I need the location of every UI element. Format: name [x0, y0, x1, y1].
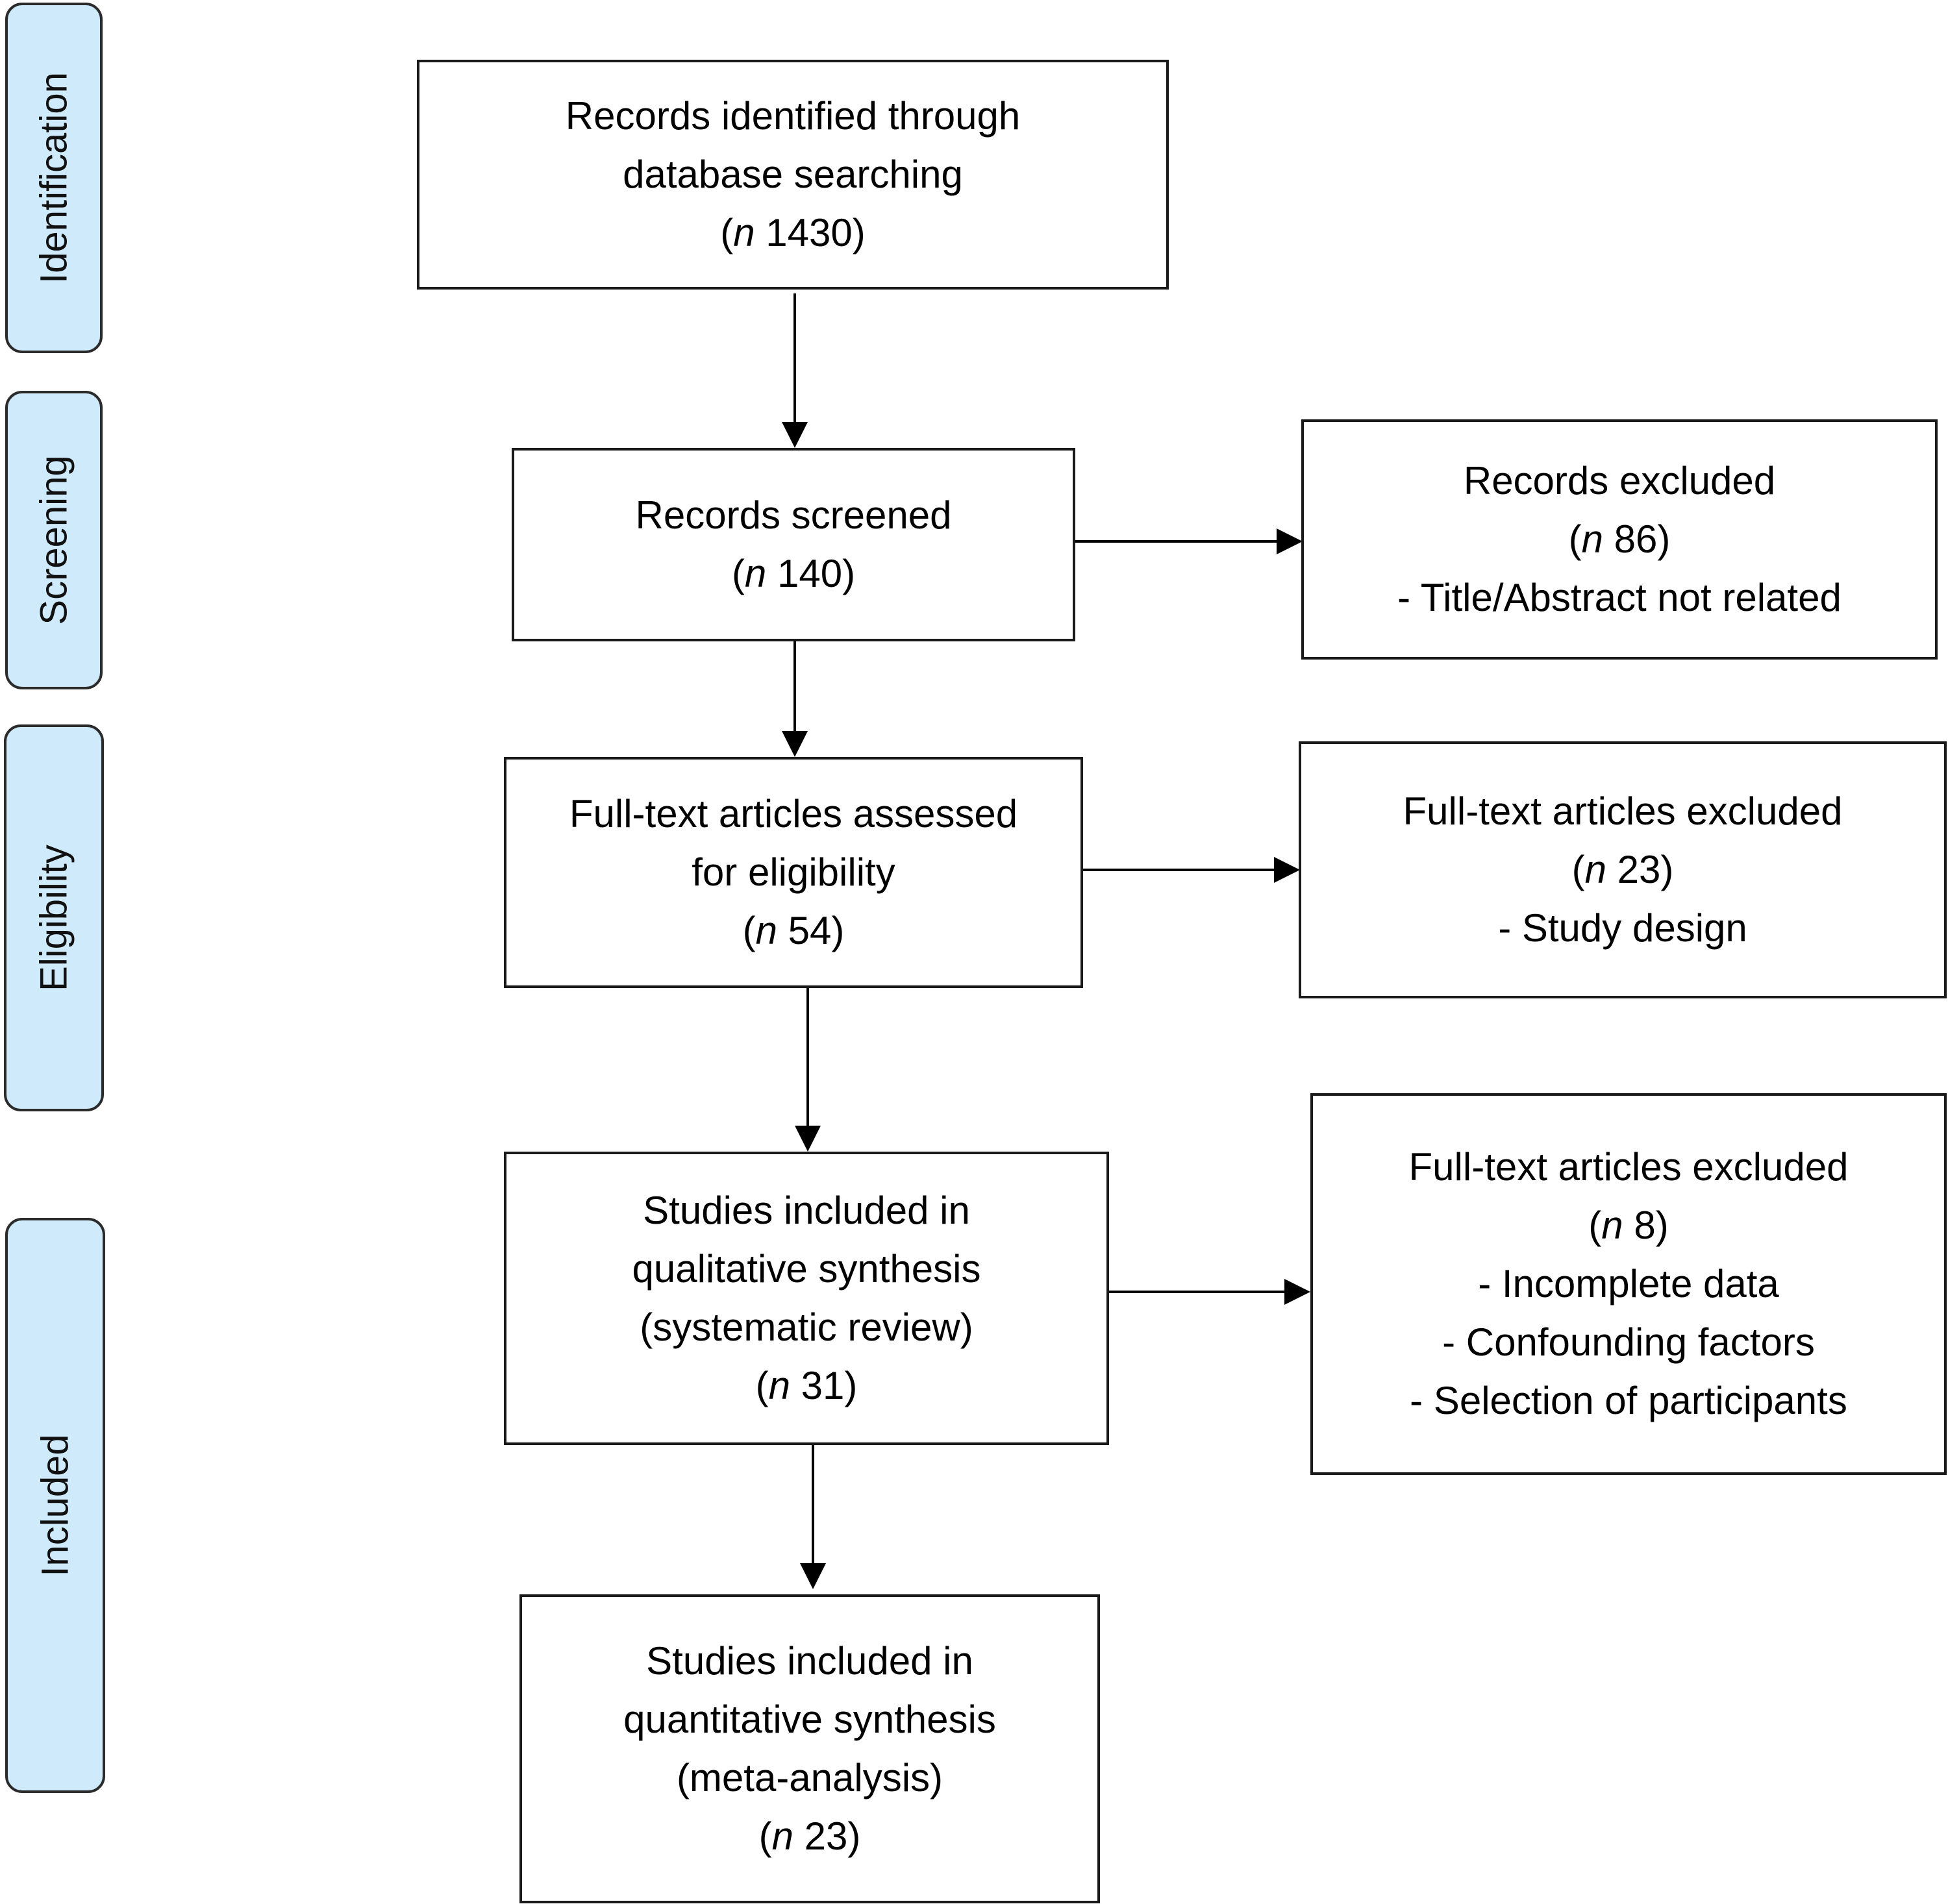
box-fte2-count: (n 8): [1588, 1204, 1669, 1247]
exclusion-reason: - Incomplete data: [1478, 1262, 1779, 1305]
arrowhead-fulltext-to-excluded: [1274, 857, 1300, 883]
box-identified-line-2: database searching: [623, 153, 963, 196]
phase-eligibility: Eligibility: [4, 724, 104, 1111]
n-symbol: n: [768, 1364, 790, 1407]
box-full-text-excluded-study-design: Full-text articles excluded (n 23) - Stu…: [1299, 741, 1947, 998]
phase-screening: Screening: [5, 391, 103, 689]
box-records-excluded-count: (n 86): [1568, 517, 1671, 561]
box-fte2-line-1: Full-text articles excluded: [1408, 1145, 1849, 1189]
box-screened-count: (n 140): [731, 552, 856, 595]
exclusion-reasons-list: - Incomplete data - Confounding factors …: [1410, 1255, 1847, 1430]
count-value: 54: [788, 909, 832, 952]
exclusion-reason: - Title/Abstract not related: [1397, 576, 1842, 619]
box-identified-line-1: Records identified through: [565, 94, 1021, 138]
box-records-screened: Records screened (n 140): [512, 448, 1075, 641]
box-identified-count: (n 1430): [720, 211, 866, 254]
box-fulltext-line-1: Full-text articles assessed: [569, 792, 1018, 835]
exclusion-reason: - Study design: [1498, 906, 1747, 950]
box-records-excluded-line-1: Records excluded: [1463, 459, 1776, 502]
box-quant-line-2: quantitative synthesis: [623, 1698, 996, 1741]
box-qualitative-synthesis: Studies included in qualitative synthesi…: [504, 1152, 1109, 1445]
arrowhead-fulltext-to-qualitative: [795, 1126, 821, 1152]
box-quant-line-3: (meta-analysis): [676, 1756, 943, 1799]
arrowhead-screened-to-excluded: [1277, 528, 1303, 554]
box-fte1-count: (n 23): [1571, 848, 1674, 891]
count-value: 31: [801, 1364, 845, 1407]
box-fte1-line-1: Full-text articles excluded: [1403, 789, 1843, 833]
box-records-identified: Records identified through database sear…: [417, 60, 1169, 290]
box-qual-line-1: Studies included in: [643, 1189, 970, 1232]
box-qual-line-2: qualitative synthesis: [632, 1247, 981, 1291]
arrowhead-identified-to-screened: [782, 422, 808, 448]
arrowhead-qualitative-to-quantitative: [800, 1563, 826, 1589]
n-symbol: n: [744, 552, 767, 595]
count-value: 140: [777, 552, 843, 595]
n-symbol: n: [1581, 517, 1603, 561]
count-value: 23: [804, 1814, 848, 1858]
n-symbol: n: [755, 909, 777, 952]
box-fulltext-count: (n 54): [742, 909, 845, 952]
count-value: 86: [1614, 517, 1658, 561]
box-quantitative-synthesis: Studies included in quantitative synthes…: [519, 1594, 1100, 1903]
n-symbol: n: [771, 1814, 793, 1858]
count-value: 1430: [766, 211, 853, 254]
box-fulltext-line-2: for eligibility: [692, 850, 895, 894]
box-quant-line-1: Studies included in: [646, 1639, 973, 1683]
n-symbol: n: [1584, 848, 1606, 891]
count-value: 23: [1617, 848, 1661, 891]
n-symbol: n: [1601, 1204, 1623, 1247]
exclusion-reason: - Selection of participants: [1410, 1379, 1847, 1422]
box-screened-line-1: Records screened: [635, 493, 952, 537]
arrowhead-screened-to-fulltext: [782, 731, 808, 757]
phase-included: Included: [5, 1218, 105, 1793]
box-qual-line-3: (systematic review): [640, 1305, 973, 1349]
box-full-text-excluded-other: Full-text articles excluded (n 8) - Inco…: [1310, 1093, 1947, 1475]
exclusion-reason: - Confounding factors: [1442, 1320, 1815, 1364]
box-qual-count: (n 31): [755, 1364, 858, 1407]
box-quant-count: (n 23): [758, 1814, 861, 1858]
phase-identification: Identification: [5, 3, 103, 353]
box-full-text-assessed: Full-text articles assessed for eligibil…: [504, 757, 1083, 988]
box-records-excluded: Records excluded (n 86) - Title/Abstract…: [1301, 419, 1938, 660]
count-value: 8: [1634, 1204, 1656, 1247]
n-symbol: n: [733, 211, 755, 254]
arrowhead-qualitative-to-excluded: [1284, 1279, 1310, 1305]
